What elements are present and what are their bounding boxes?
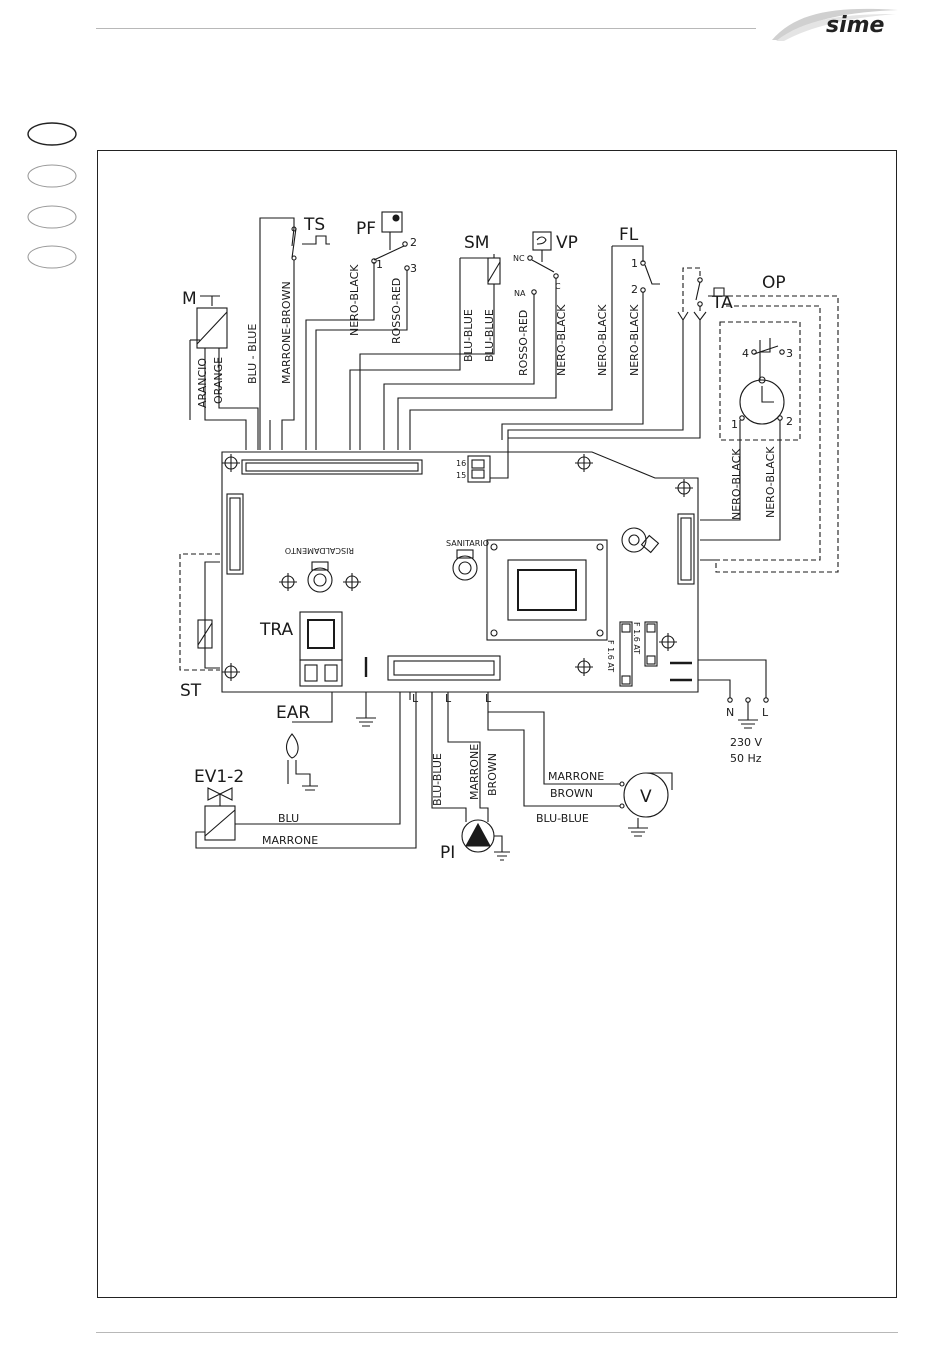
tra-relay [299,611,343,687]
pin-label: 1 [731,418,738,431]
label-sm: SM [464,233,489,253]
language-tab[interactable] [27,164,77,188]
pin-label: 15 [456,471,466,480]
label-vp: VP [556,233,578,253]
v-fan [487,692,673,837]
pin-label: C [555,282,561,291]
pin-label: L [485,692,492,705]
label-op: OP [762,273,786,293]
transformer [486,539,608,641]
riscaldamento-potentiometer [307,561,333,593]
wire-label: NERO-BLACK [764,446,777,518]
pi-pump [431,692,510,861]
wire-label: ARANCIO [196,358,209,408]
label-pi: PI [440,843,455,863]
label-pf: PF [356,219,376,239]
pin-label: 2 [410,236,417,249]
wire-label: BLU - BLUE [246,324,259,384]
wire-label: NERO-BLACK [730,448,743,520]
vp-pressure-switch [383,231,559,450]
wire-label: BROWN [550,787,593,800]
pin-label: N [726,706,734,719]
st-sensor [179,553,220,671]
diagram-frame [97,150,897,1298]
supply-frequency: 50 Hz [730,752,762,765]
m-motor [189,295,259,450]
wire-label: BLU [278,812,299,825]
language-tab-active[interactable] [27,122,77,146]
label-st: ST [180,681,202,701]
pin-label: NA [514,289,526,298]
sime-logo: sime [772,8,898,41]
bottom-connector [364,655,501,681]
sanitario-potentiometer [452,549,478,581]
mounting-holes [222,454,693,681]
board-label: F 1.6 AT [606,640,615,672]
pcb-outline [221,451,699,693]
language-tab[interactable] [27,205,77,229]
wire-label: BLU-BLUE [462,309,475,362]
main-connector [241,459,423,475]
pin-label: NC [513,254,525,263]
wire-label: ORANGE [212,357,225,404]
board-label: F 1.6 AT [632,622,641,654]
pin-label: 3 [410,262,417,275]
label-v: V [640,787,652,807]
board-label: RISCALDAMENTO [285,546,354,555]
pin-label: 1 [631,257,638,270]
language-tabs [27,122,77,269]
op-connector [677,513,695,585]
pin-label: 2 [631,283,638,296]
wire-label: MARRONE [262,834,318,847]
connector-15-16 [467,440,509,483]
wire-label: BLU-BLUE [483,309,496,362]
label-fl: FL [619,225,639,245]
wire-label: BROWN [486,753,499,796]
power-supply-terminals [698,659,769,729]
wire-label: NERO-BLACK [628,304,641,376]
footer-rule [96,1332,898,1333]
sm-sensor [349,254,501,450]
ts-thermostat [259,217,330,450]
pin-label: 2 [786,415,793,428]
board-label: SANITARIO [446,539,489,548]
wire-label: NERO-BLACK [348,264,361,336]
pin-label: L [762,706,769,719]
supply-voltage: 230 V [730,736,762,749]
pin-label: 3 [786,347,793,360]
fuses [619,621,692,687]
brand-name: sime [826,13,885,38]
label-m: M [182,289,197,309]
wire-label: NERO-BLACK [596,304,609,376]
pin-label: 4 [742,347,749,360]
wire-label: BLU-BLUE [536,812,589,825]
pin-label: L [445,692,452,705]
wire-label: MARRONE [548,770,604,783]
label-ear: EAR [276,703,310,723]
pin-label: 16 [456,459,466,468]
wire-label: BLU-BLUE [431,753,444,806]
wire-label: ROSSO-RED [390,278,403,344]
header-rule [96,28,756,29]
wire-label: NERO-BLACK [555,304,568,376]
pin-label: 1 [376,258,383,271]
fl-flow-sensor [409,245,660,450]
language-tab[interactable] [27,245,77,269]
pin-label: L [412,692,419,705]
trimmer [621,527,660,554]
ev-gas-valve [195,692,417,849]
label-ev: EV1-2 [194,767,244,787]
wire-label: MARRONE [468,744,481,800]
wire-label: ROSSO-RED [517,310,530,376]
label-tra: TRA [259,620,294,640]
st-connector [226,493,244,575]
ta-room-thermostat [507,267,730,440]
label-ta: TA [711,293,733,313]
wire-label: MARRONE-BROWN [280,281,293,384]
pf-flow-switch [305,211,410,450]
label-ts: TS [303,215,325,235]
ear-electrode [286,692,376,791]
op-clock-programmer [700,295,839,573]
